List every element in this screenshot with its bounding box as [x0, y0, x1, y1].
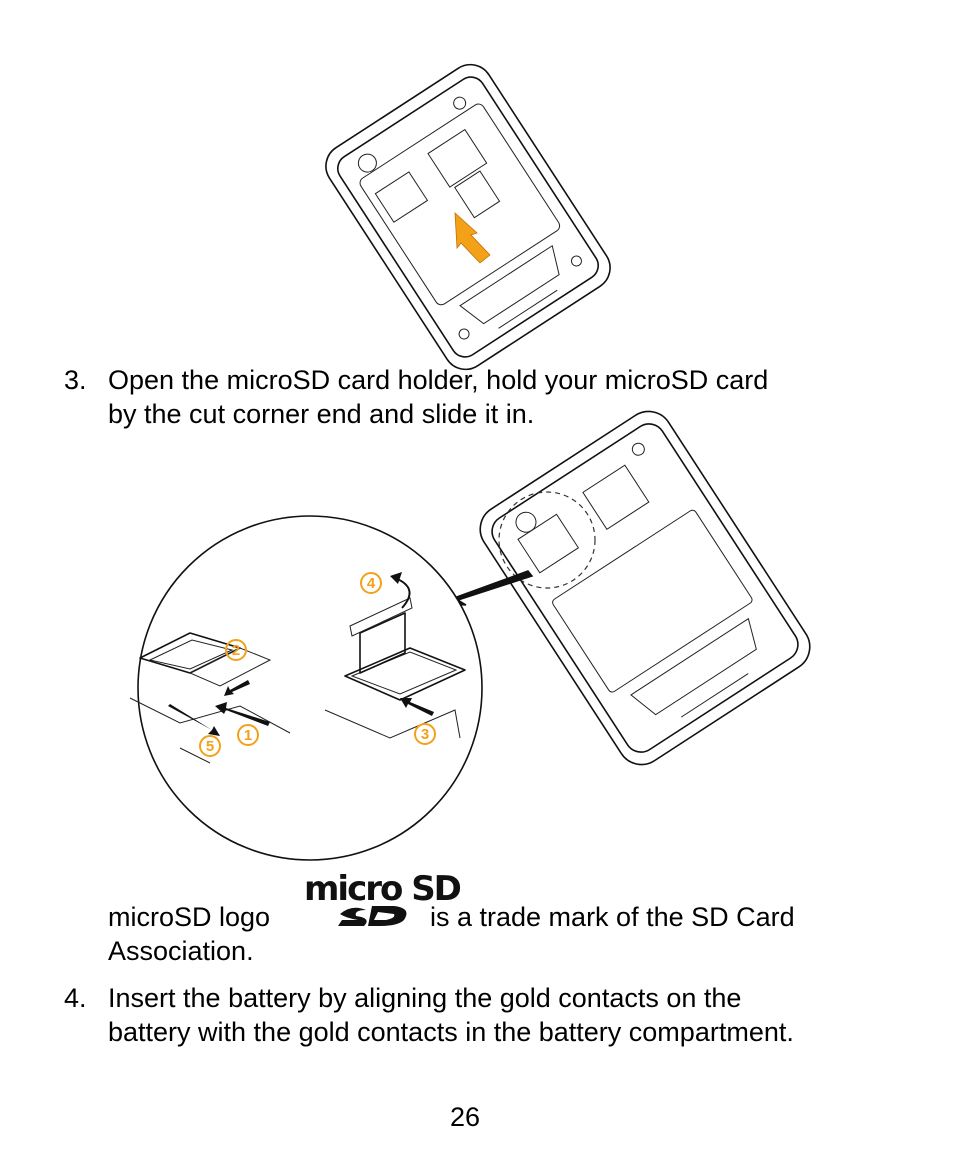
- page-number: 26: [449, 1102, 481, 1132]
- logo-note-suffix: is a trade mark of the SD Card: [430, 902, 795, 932]
- callout-5: 5: [206, 738, 214, 755]
- magnify-arrow-icon: [450, 570, 534, 606]
- magnified-detail-circle: [137, 515, 483, 861]
- microsd-insert-illustration: 1 2 3 4 5: [129, 410, 811, 861]
- step-4-line-2: battery with the gold contacts in the ba…: [108, 1017, 794, 1047]
- step-4-number: 4.: [64, 983, 87, 1013]
- callout-2: 2: [232, 642, 240, 659]
- callout-4: 4: [367, 575, 376, 592]
- logo-note-line-2: Association.: [108, 936, 254, 966]
- step-3-line-2: by the cut corner end and slide it in.: [108, 399, 535, 429]
- callout-3: 3: [421, 726, 429, 743]
- callout-1: 1: [244, 727, 252, 744]
- logo-note-prefix: microSD logo: [108, 902, 271, 932]
- insert-arrow-icon: [454, 212, 491, 264]
- microsd-logo: micro SD: [300, 869, 463, 930]
- phone-sim-insert-illustration: [325, 63, 611, 371]
- step-3-line-1: Open the microSD card holder, hold your …: [108, 365, 769, 395]
- step-3-number: 3.: [64, 365, 87, 395]
- step-4-line-1: Insert the battery by aligning the gold …: [108, 983, 742, 1013]
